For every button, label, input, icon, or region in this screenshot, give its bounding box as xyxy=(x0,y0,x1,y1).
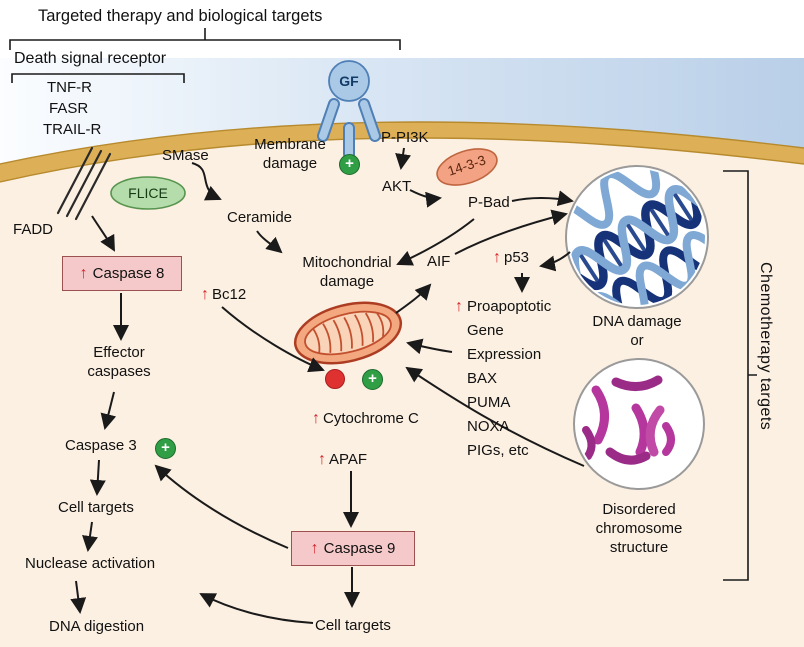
caspase8-box: ↑ Caspase 8 xyxy=(62,256,182,291)
p-bad-label: P-Bad xyxy=(468,194,510,211)
disordered-chromosome-label: Disordered chromosome structure xyxy=(595,501,683,556)
flice-label: FLICE xyxy=(128,185,168,201)
aif-label: AIF xyxy=(427,253,451,270)
growth-factor-ball xyxy=(328,60,370,102)
bcl2-label-row: ↑ Bc12 xyxy=(201,285,246,305)
death-receptor-lines xyxy=(56,146,112,221)
arrow-aif-to-dna xyxy=(454,209,568,255)
arrow-celltargets-to-nuclease xyxy=(82,521,98,552)
chromosome-illustration xyxy=(582,375,675,465)
effector-caspases-label: Effector caspases xyxy=(87,344,151,380)
upregulation-arrow-icon: ↑ xyxy=(493,249,501,266)
arrow-receptor-to-caspase8 xyxy=(91,215,115,252)
arrow-akt-to-pbad xyxy=(409,189,442,208)
arrow-pbad-to-mitodamage xyxy=(396,218,475,266)
upregulation-arrow-icon: ↑ xyxy=(201,286,209,303)
arrow-chromosome-to-mito xyxy=(405,366,585,467)
receptor-type-tnfr: TNF-R xyxy=(47,79,92,96)
chemotherapy-bracket xyxy=(723,170,757,581)
diagram-title: Targeted therapy and biological targets xyxy=(38,7,323,25)
mitochondria-illustration xyxy=(293,301,403,365)
activation-plus-icon: + xyxy=(339,154,360,175)
arrow-caspase3-to-celltargets xyxy=(89,459,106,496)
caspase3-label: Caspase 3 xyxy=(65,437,137,454)
proapoptotic-gene-list: Proapoptotic Gene Expression BAX PUMA NO… xyxy=(467,298,552,459)
arrow-mito-to-aif xyxy=(395,283,432,314)
gf-label: GF xyxy=(339,73,359,89)
arrow-dna-to-p53 xyxy=(539,251,571,272)
arrow-bcl2-inhibits-mito xyxy=(221,306,325,373)
proapoptotic-row: ↑ Proapoptotic Gene Expression BAX PUMA … xyxy=(455,295,551,463)
caspase8-label: Caspase 8 xyxy=(92,265,165,282)
upregulation-arrow-icon: ↑ xyxy=(455,298,463,315)
mitochondrial-damage-label: Mitochondrial damage xyxy=(302,254,392,290)
upregulation-arrow-icon: ↑ xyxy=(310,539,319,557)
fourteen-three-three-blob xyxy=(436,148,498,186)
p53-row: ↑ p53 xyxy=(493,248,529,268)
arrow-proapoptotic-to-mito xyxy=(406,338,453,355)
upregulation-arrow-icon: ↑ xyxy=(318,451,326,468)
caspase9-box: ↑ Caspase 9 xyxy=(291,531,415,566)
activation-plus-icon: + xyxy=(362,369,383,390)
death-receptor-bracket xyxy=(11,73,185,83)
arrow-celltargets-to-nuclease2 xyxy=(199,593,314,624)
dna-digestion-label: DNA digestion xyxy=(49,618,145,635)
arrow-caspase9-to-caspase3 xyxy=(154,464,289,549)
apaf-row: ↑ APAF xyxy=(318,450,367,470)
title-bracket xyxy=(9,28,401,50)
receptor-type-trailr: TRAIL-R xyxy=(43,121,102,138)
membrane-inner-edge xyxy=(0,137,804,183)
membrane-damage-label: Membrane damage xyxy=(254,136,326,172)
apaf-label: APAF xyxy=(329,450,368,468)
death-signal-receptor-heading: Death signal receptor xyxy=(14,50,167,67)
receptor-type-fasr: FASR xyxy=(49,100,89,117)
arrow-smase-to-ceramide xyxy=(191,162,222,201)
bcl2-label: Bc12 xyxy=(212,285,247,303)
membrane-outer-edge xyxy=(0,121,804,165)
ceramide-label: Ceramide xyxy=(227,209,293,226)
p-pi3k-label: P-PI3K xyxy=(381,129,429,146)
arrow-pbad-to-dna xyxy=(511,190,574,207)
extracellular-space xyxy=(0,58,804,164)
cell-membrane xyxy=(0,122,804,182)
akt-label: AKT xyxy=(382,178,412,195)
p53-label: p53 xyxy=(504,248,530,266)
inhibition-dot-icon xyxy=(325,369,345,389)
fadd-label: FADD xyxy=(13,221,54,238)
cell-targets-left-label: Cell targets xyxy=(58,499,134,516)
cytochrome-c-row: ↑ Cytochrome C xyxy=(312,409,419,429)
cytochrome-c-label: Cytochrome C xyxy=(323,409,419,427)
cell-targets-center-label: Cell targets xyxy=(315,617,391,634)
arrow-ceramide-to-mitodamage xyxy=(256,230,283,254)
nuclease-activation-label: Nuclease activation xyxy=(25,555,156,572)
arrow-ppi3k-to-akt xyxy=(395,147,411,170)
arrow-effector-to-caspase3 xyxy=(100,391,117,430)
growth-factor-receptor xyxy=(317,60,381,160)
chemotherapy-targets-label: Chemotherapy targets xyxy=(757,262,774,431)
upregulation-arrow-icon: ↑ xyxy=(312,410,320,427)
upregulation-arrow-icon: ↑ xyxy=(79,264,88,282)
activation-plus-icon: + xyxy=(155,438,176,459)
smase-label: SMase xyxy=(162,147,209,164)
dna-damage-label: DNA damage or xyxy=(592,313,682,349)
arrow-nuclease-to-dnadigestion xyxy=(70,580,87,614)
caspase9-label: Caspase 9 xyxy=(323,540,396,557)
flice-oval xyxy=(110,176,186,210)
